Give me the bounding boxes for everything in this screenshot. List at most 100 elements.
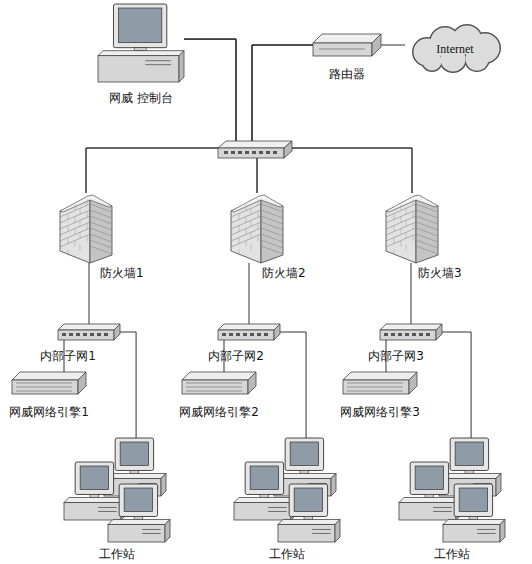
computer-case [108, 519, 170, 542]
box-top [234, 497, 296, 502]
box-front [98, 56, 179, 82]
brick-joint [87, 235, 88, 241]
drive-slot [312, 533, 331, 534]
hub-port [229, 333, 233, 336]
brick-joint [75, 241, 76, 247]
box-front [58, 330, 114, 340]
switch-port [273, 151, 277, 154]
network-cable [381, 45, 405, 46]
brick-line [416, 222, 438, 230]
hub-port [419, 333, 423, 336]
brick-joint [401, 205, 402, 211]
brick-joint [251, 244, 252, 250]
monitor-screen [124, 488, 152, 511]
brick-joint [246, 217, 247, 223]
device-label: 内部子网1 [40, 349, 96, 363]
firewall-wall: 防火墙2 [231, 193, 283, 263]
engine-line [186, 391, 242, 392]
brick-line [416, 216, 438, 224]
monitor-case [450, 438, 488, 470]
brick-joint [68, 214, 69, 220]
drive-slot [268, 511, 287, 512]
brick-joint [246, 241, 247, 247]
network-engine: 网威网络引擎2 [182, 372, 256, 394]
brick-line [60, 204, 90, 217]
monitor-case [289, 484, 327, 516]
box-side [372, 34, 381, 56]
brick-line [416, 234, 438, 242]
hub-port [250, 333, 254, 336]
box-front [182, 380, 248, 394]
computer [98, 4, 184, 82]
drive-slot [433, 511, 452, 512]
brick-line [231, 216, 261, 229]
subnet-hub: 内部子网2 [218, 324, 280, 340]
wall-right-face [416, 198, 438, 263]
brick-line [386, 228, 416, 241]
drive-slot [142, 529, 161, 530]
hub-port [97, 333, 101, 336]
computer [443, 484, 505, 542]
brick-line [60, 228, 90, 241]
drive-slot [142, 533, 161, 534]
brick-line [416, 228, 438, 236]
brick-line [386, 234, 416, 247]
box-side [248, 372, 256, 394]
monitor-screen [120, 442, 148, 465]
hub-body [218, 324, 280, 340]
workstation-group-icon [234, 438, 340, 542]
brick-joint [239, 226, 240, 232]
brick-line [386, 204, 416, 217]
engine-line [16, 383, 72, 384]
brick-line [90, 222, 112, 230]
internet-cloud: Internet [405, 26, 505, 72]
brick-line [60, 234, 90, 247]
network-cable [184, 39, 412, 193]
subnet-hub: 内部子网1 [58, 324, 120, 340]
box-front [218, 330, 274, 340]
subnet-hub-icon [218, 324, 280, 340]
monitor-case [410, 462, 448, 494]
brick-line [231, 210, 261, 223]
brick-joint [87, 199, 88, 205]
brick-joint [75, 217, 76, 223]
computer [278, 484, 340, 542]
hub-port [426, 333, 430, 336]
brick-joint [80, 220, 81, 226]
brick-line [231, 234, 261, 247]
hub-port [264, 333, 268, 336]
network-cable [86, 45, 313, 193]
brick-joint [87, 223, 88, 229]
brick-line [60, 216, 90, 229]
brick-line [231, 222, 261, 235]
computer [234, 462, 296, 520]
brick-line [416, 246, 438, 254]
network-cable [280, 332, 306, 438]
hub-body [380, 324, 442, 340]
engine-line [347, 387, 403, 388]
firewall-wall: 防火墙3 [386, 193, 438, 263]
computer-case [399, 497, 461, 520]
switch-port [238, 151, 242, 154]
box-side [274, 324, 280, 340]
brick-joint [87, 211, 88, 217]
drive-slot [98, 511, 117, 512]
brick-joint [401, 241, 402, 247]
brick-line [416, 204, 438, 212]
brick-line [90, 204, 112, 212]
switch-port [245, 151, 249, 154]
monitor-stand [260, 494, 269, 497]
central-switch [218, 141, 292, 158]
hub-port [243, 333, 247, 336]
box-top [443, 519, 505, 524]
network-cable [252, 45, 412, 193]
brick-joint [258, 199, 259, 205]
router-device-icon [313, 34, 381, 56]
switch-port [231, 151, 235, 154]
drive-slot [477, 533, 496, 534]
monitor-case [113, 4, 166, 48]
box-top [108, 519, 170, 524]
hub-port [412, 333, 416, 336]
network-engine-icon [12, 372, 86, 394]
